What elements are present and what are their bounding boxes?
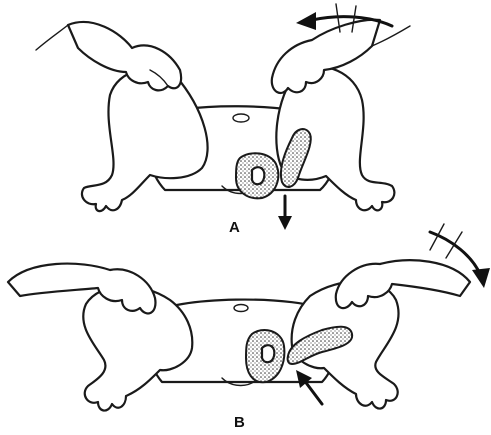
panel-label-b: B (234, 414, 245, 431)
panel-label-a: A (229, 219, 240, 236)
panel-b-push-arrow (304, 380, 322, 404)
panel-b-arrow-tick-2 (446, 232, 462, 258)
panel-a-down-arrowhead (278, 216, 292, 230)
panel-b-left-hand (8, 264, 155, 314)
panel-b-rotation-arrowhead (472, 268, 490, 288)
panel-a-rotation-arrowhead (296, 12, 316, 30)
panel-a-femoral-head (252, 167, 264, 184)
panel-a-left-wrist (36, 25, 68, 50)
panel-a-illustration (36, 4, 410, 230)
panel-b-right-hand (336, 260, 470, 308)
panel-b-femoral-head (262, 345, 274, 362)
panel-b-illustration (8, 224, 490, 411)
